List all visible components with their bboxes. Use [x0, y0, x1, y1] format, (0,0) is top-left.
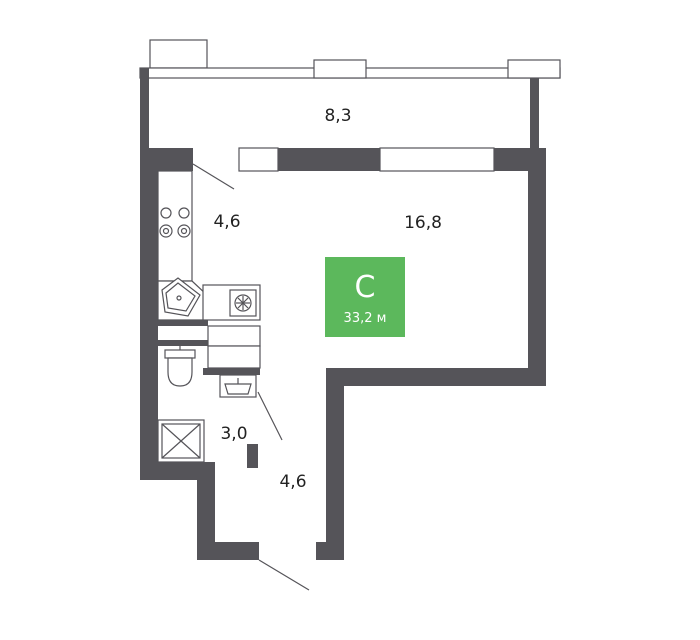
balcony-area-label: 8,3: [324, 106, 351, 126]
kitchen-area-label: 4,6: [213, 212, 240, 232]
windows: [238, 147, 495, 172]
toilet-icon: [164, 346, 196, 387]
door-lines: [192, 163, 310, 591]
washing-machine-icon: [229, 289, 257, 317]
badge-type: С: [355, 270, 376, 305]
balcony: [139, 39, 561, 148]
badge-background: [325, 257, 405, 337]
stove-icon: [159, 207, 191, 238]
washbasin-icon: [219, 374, 257, 398]
living-area-label: 16,8: [404, 213, 442, 233]
apartment-badge: С 33,2 м: [325, 257, 405, 337]
bathroom-area-label: 3,0: [220, 424, 247, 444]
shower-tray-icon: [157, 419, 205, 463]
bathroom-fixtures: [207, 325, 261, 369]
walls: [140, 148, 546, 560]
sink-icon: [161, 277, 201, 317]
hallway-area-label: 4,6: [279, 472, 306, 492]
badge-total-area: 33,2 м: [344, 311, 387, 326]
